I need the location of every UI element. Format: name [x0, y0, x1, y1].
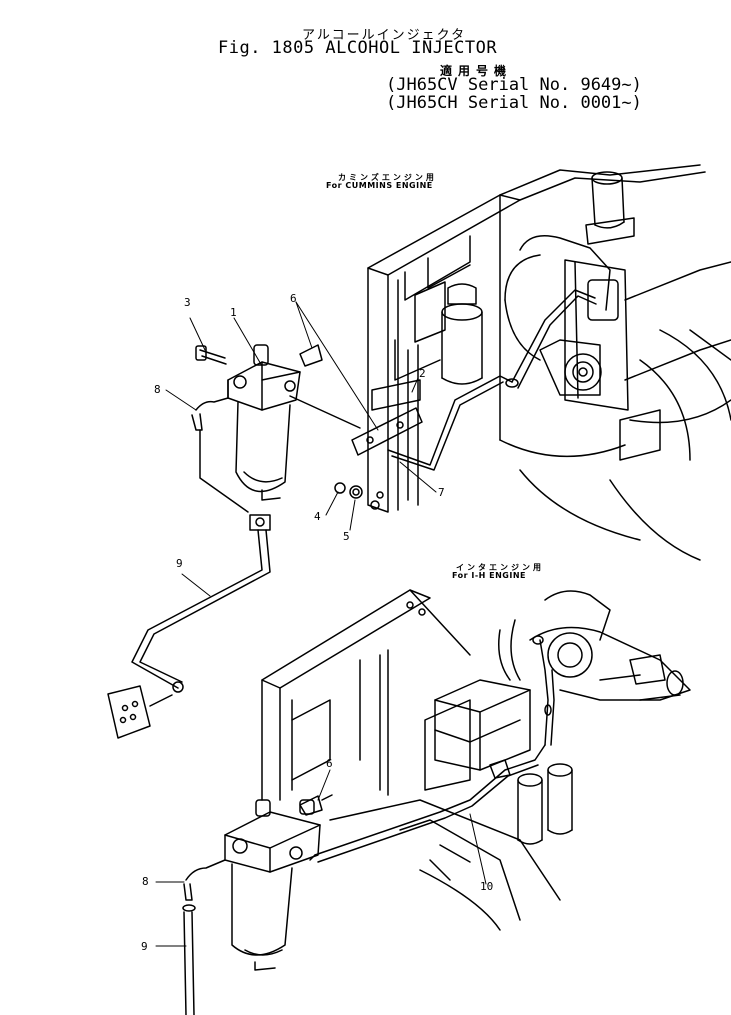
leader-lines	[155, 301, 487, 947]
ih-engine-assembly	[261, 589, 691, 931]
cummins-view-caption: For CUMMINS ENGINE	[326, 181, 433, 190]
serial-range-jh65ch: (JH65CH Serial No. 0001~)	[386, 93, 642, 113]
ih-view-caption: For I-H ENGINE	[452, 571, 527, 580]
callout-2: 2	[419, 367, 426, 380]
figure-title-japanese: アルコールインジェクタ	[302, 28, 467, 43]
pipe-9-top	[107, 529, 271, 739]
callout-7: 7	[438, 486, 445, 499]
serial-range-jh65cv: (JH65CV Serial No. 9649~)	[386, 75, 642, 95]
callout-9-bottom: 9	[141, 940, 148, 953]
applicability-label-japanese: 適用号機	[440, 64, 513, 78]
callout-3: 3	[184, 296, 191, 309]
cummins-view-caption-japanese: カミンズエンジン用	[338, 173, 437, 182]
callout-5: 5	[343, 530, 350, 543]
callout-6-top: 6	[290, 292, 297, 305]
alcohol-injector-filter-bottom	[182, 794, 333, 1015]
callout-6-bottom: 6	[326, 757, 333, 770]
ih-view-caption-japanese: インタエンジン用	[456, 563, 544, 572]
callout-8-bottom: 8	[142, 875, 149, 888]
callout-4: 4	[314, 510, 321, 523]
callout-10: 10	[480, 880, 494, 893]
cummins-engine-assembly	[334, 164, 731, 561]
figure-title: Fig. 1805 ALCOHOL INJECTOR	[218, 38, 498, 58]
callout-8-top: 8	[154, 383, 161, 396]
callout-1: 1	[230, 306, 237, 319]
alcohol-injector-filter-top	[191, 344, 361, 531]
callout-9-top: 9	[176, 557, 183, 570]
